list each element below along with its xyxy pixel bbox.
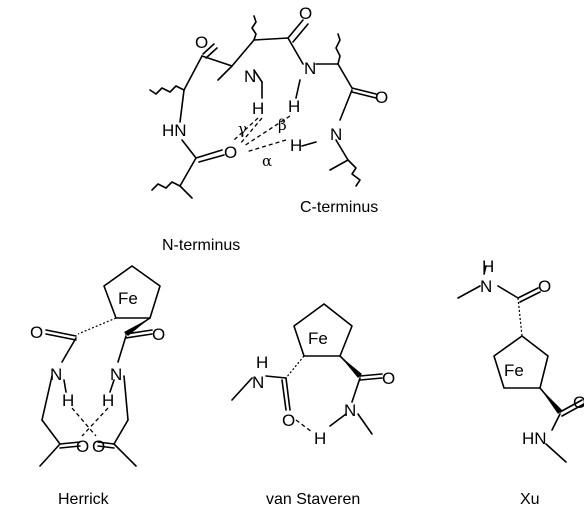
- atom-fe: Fe: [308, 329, 328, 348]
- atom-o-right: O: [382, 369, 395, 388]
- herrick-bonds: [39, 265, 161, 467]
- atom-hn-left: HN: [162, 121, 187, 140]
- atom-h-left: H: [256, 353, 268, 372]
- atom-h-bridge: H: [314, 429, 326, 448]
- label-alpha: α: [262, 152, 272, 170]
- hydrogen-bonds: [233, 115, 291, 153]
- herrick-structure: Fe O O N N H H O O Herrick: [30, 265, 165, 508]
- peptide-bonds: [149, 15, 377, 199]
- label-n-terminus: N-terminus: [162, 237, 240, 254]
- label-beta: β: [278, 116, 287, 134]
- label-c-terminus: C-terminus: [300, 199, 378, 216]
- van-staveren-hydrogen-bond: [295, 419, 313, 433]
- xu-bonds: [457, 265, 584, 463]
- atom-n-top-right: N: [304, 59, 316, 78]
- atom-fe: Fe: [504, 361, 524, 380]
- atom-o-left: O: [30, 323, 43, 342]
- atom-o-top: O: [299, 4, 312, 23]
- atom-h-top-left: H: [252, 99, 264, 118]
- label-gamma: γ: [238, 120, 247, 138]
- van-staveren-structure: Fe H N O O H N van Staveren: [231, 303, 395, 508]
- atom-o-bottom-left: O: [76, 437, 89, 456]
- atom-n-right: N: [110, 365, 122, 384]
- atom-o-top: O: [538, 277, 551, 296]
- atom-n-right: N: [330, 125, 342, 144]
- caption-van-staveren: van Staveren: [266, 491, 360, 508]
- atom-n-right: N: [344, 401, 356, 420]
- atom-n-left: N: [50, 365, 62, 384]
- atom-o-left: O: [282, 411, 295, 430]
- atom-h-top-right: H: [288, 97, 300, 116]
- atom-h-right: H: [102, 391, 114, 410]
- peptide-turn-structure: O O O O N N H H HN N H γ β α C-terminus …: [149, 4, 388, 254]
- atom-n-left: N: [252, 373, 264, 392]
- atom-o-right: O: [152, 325, 165, 344]
- atom-h-left: H: [62, 391, 74, 410]
- atom-o-center: O: [224, 143, 237, 162]
- atom-h-top: H: [482, 257, 494, 276]
- atom-o-right: O: [375, 88, 388, 107]
- atom-h-right: H: [290, 136, 302, 155]
- atom-o-left: O: [195, 33, 208, 52]
- atom-n-top-left: N: [244, 67, 256, 86]
- atom-n-top: N: [480, 277, 492, 296]
- van-staveren-bonds: [231, 303, 383, 435]
- atom-o-bottom-right: O: [92, 437, 105, 456]
- caption-xu: Xu: [520, 491, 540, 508]
- xu-structure: H N O Fe O HN Xu: [457, 257, 584, 508]
- atom-fe: Fe: [118, 289, 138, 308]
- caption-herrick: Herrick: [58, 491, 110, 508]
- herrick-hydrogen-bonds: [71, 407, 109, 437]
- atom-hn-bottom: HN: [522, 429, 547, 448]
- atom-o-right: O: [573, 393, 584, 412]
